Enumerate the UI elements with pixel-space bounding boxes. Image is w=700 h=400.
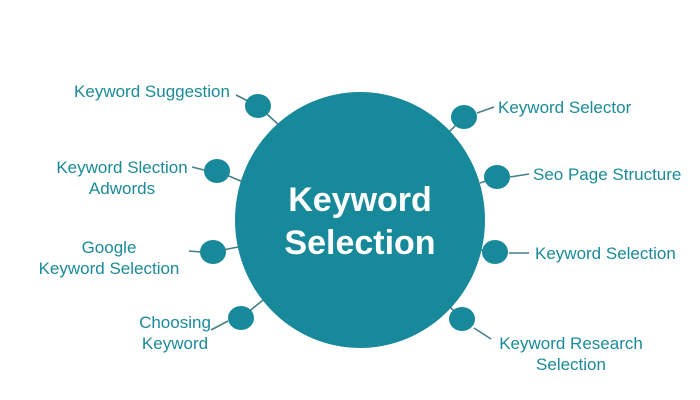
connector-node-label <box>476 106 495 114</box>
label-keyword-research-selection: Keyword Research Selection <box>499 334 643 374</box>
node-keyword-selection <box>482 240 508 264</box>
label-choosing-keyword: Choosing Keyword <box>139 313 211 353</box>
node-choosing-keyword <box>228 306 254 330</box>
label-keyword-selector: Keyword Selector <box>498 98 632 117</box>
label-keyword-selection: Keyword Selection <box>535 244 676 263</box>
label-keyword-slection-adwords: Keyword Slection Adwords <box>56 158 188 198</box>
connector-node-label <box>473 327 492 340</box>
connector-node-label <box>188 250 201 253</box>
node-keyword-selector <box>451 105 477 129</box>
label-seo-page-structure: Seo Page Structure <box>533 165 682 184</box>
node-keyword-slection-adwords <box>204 159 230 183</box>
connector-node-label <box>191 166 205 171</box>
node-google-keyword-selection <box>200 240 226 264</box>
label-keyword-suggestion: Keyword Suggestion <box>74 82 230 101</box>
connector-node-label <box>210 320 229 331</box>
node-keyword-research-selection <box>449 307 475 331</box>
label-google-keyword-selection: Google Keyword Selection <box>38 238 180 278</box>
node-seo-page-structure <box>484 165 510 189</box>
node-keyword-suggestion <box>245 94 271 118</box>
central-title: Keyword Selection <box>284 181 436 262</box>
connector-node-label <box>509 173 530 178</box>
central-circle <box>235 92 485 348</box>
